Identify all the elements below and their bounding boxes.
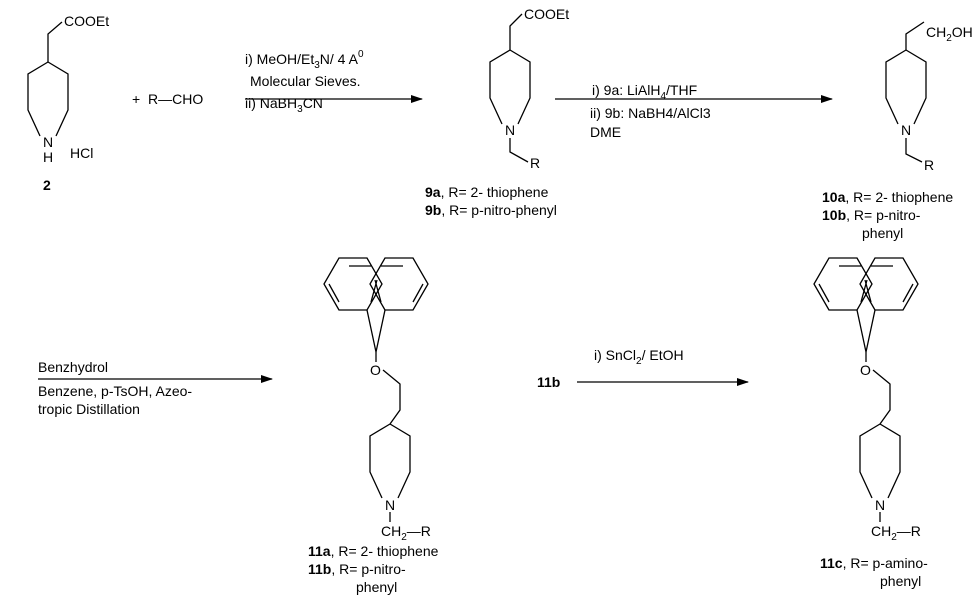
compound-9-structure: COOEt N R (489, 6, 569, 171)
compound-11b-start-label: 11b (537, 374, 560, 390)
compound-11c-caption: 11c, R= p-amino- (820, 555, 928, 571)
step3-reagents: Benzhydrol Benzene, p-TsOH, Azeo- tropic… (38, 359, 192, 417)
compound-10-ch2oh-label: CH2OH (926, 24, 973, 44)
compound-10-r-label: R (924, 157, 934, 173)
plus-sign: + (132, 91, 140, 107)
step1-line2: Molecular Sieves. (250, 73, 361, 89)
step2-line2: ii) 9b: NaBH4/AlCl3 (590, 105, 711, 121)
compound-10-structure: CH2OH N R (885, 21, 973, 173)
step3-line2: Benzene, p-TsOH, Azeo- (38, 383, 192, 399)
step2-line3: DME (590, 124, 621, 140)
compound-2-h-label: H (43, 149, 53, 165)
compound-11ab-ch2r-label: CH2—R (381, 523, 431, 543)
aldehyde-label: R—CHO (148, 91, 203, 107)
compound-11c-caption-cont: phenyl (880, 573, 921, 589)
compound-10a-caption: 10a, R= 2- thiophene (822, 189, 953, 205)
compound-11b-caption-cont: phenyl (356, 579, 397, 595)
step4-line1: i) SnCl2/ EtOH (594, 347, 684, 367)
compound-11ab-n-label: N (385, 497, 395, 513)
step1-reagents: i) MeOH/Et3N/ 4 A0 Molecular Sieves. ii)… (245, 49, 364, 115)
step1-line3: ii) NaBH3CN (245, 95, 323, 115)
compound-2-structure: COOEt N H HCl 2 (27, 13, 109, 193)
compound-11ab-structure: O N CH2—R (323, 257, 431, 543)
compound-2-n-label: N (43, 134, 53, 150)
compound-10-n-label: N (901, 122, 911, 138)
compound-9a-caption: 9a, R= 2- thiophene (425, 184, 549, 200)
compound-11c-ch2r-label: CH2—R (871, 523, 921, 543)
compound-10b-caption-cont: phenyl (862, 225, 903, 241)
compound-9b-caption: 9b, R= p-nitro-phenyl (425, 202, 557, 218)
compound-11a-caption: 11a, R= 2- thiophene (308, 543, 439, 559)
compound-2-salt-label: HCl (70, 145, 93, 161)
compound-9-ester-label: COOEt (524, 6, 569, 22)
compound-11c-o-label: O (860, 362, 871, 378)
compound-9-r-label: R (530, 155, 540, 171)
compound-9-n-label: N (505, 122, 515, 138)
step2-line1: i) 9a: LiAlH4/THF (592, 82, 697, 102)
compound-11c-structure: O N CH2—R (813, 257, 921, 543)
compound-11b-caption: 11b, R= p-nitro- (308, 561, 406, 577)
compound-11ab-o-label: O (370, 362, 381, 378)
step3-line3: tropic Distillation (38, 401, 140, 417)
compound-11c-n-label: N (875, 497, 885, 513)
step2-reagents: i) 9a: LiAlH4/THF ii) 9b: NaBH4/AlCl3 DM… (590, 82, 711, 140)
step1-line1: i) MeOH/Et3N/ 4 A0 (245, 49, 364, 71)
step3-line1: Benzhydrol (38, 359, 108, 375)
compound-2-ester-label: COOEt (64, 13, 109, 29)
compound-2-id: 2 (43, 177, 51, 193)
compound-10b-caption: 10b, R= p-nitro- (822, 207, 921, 223)
